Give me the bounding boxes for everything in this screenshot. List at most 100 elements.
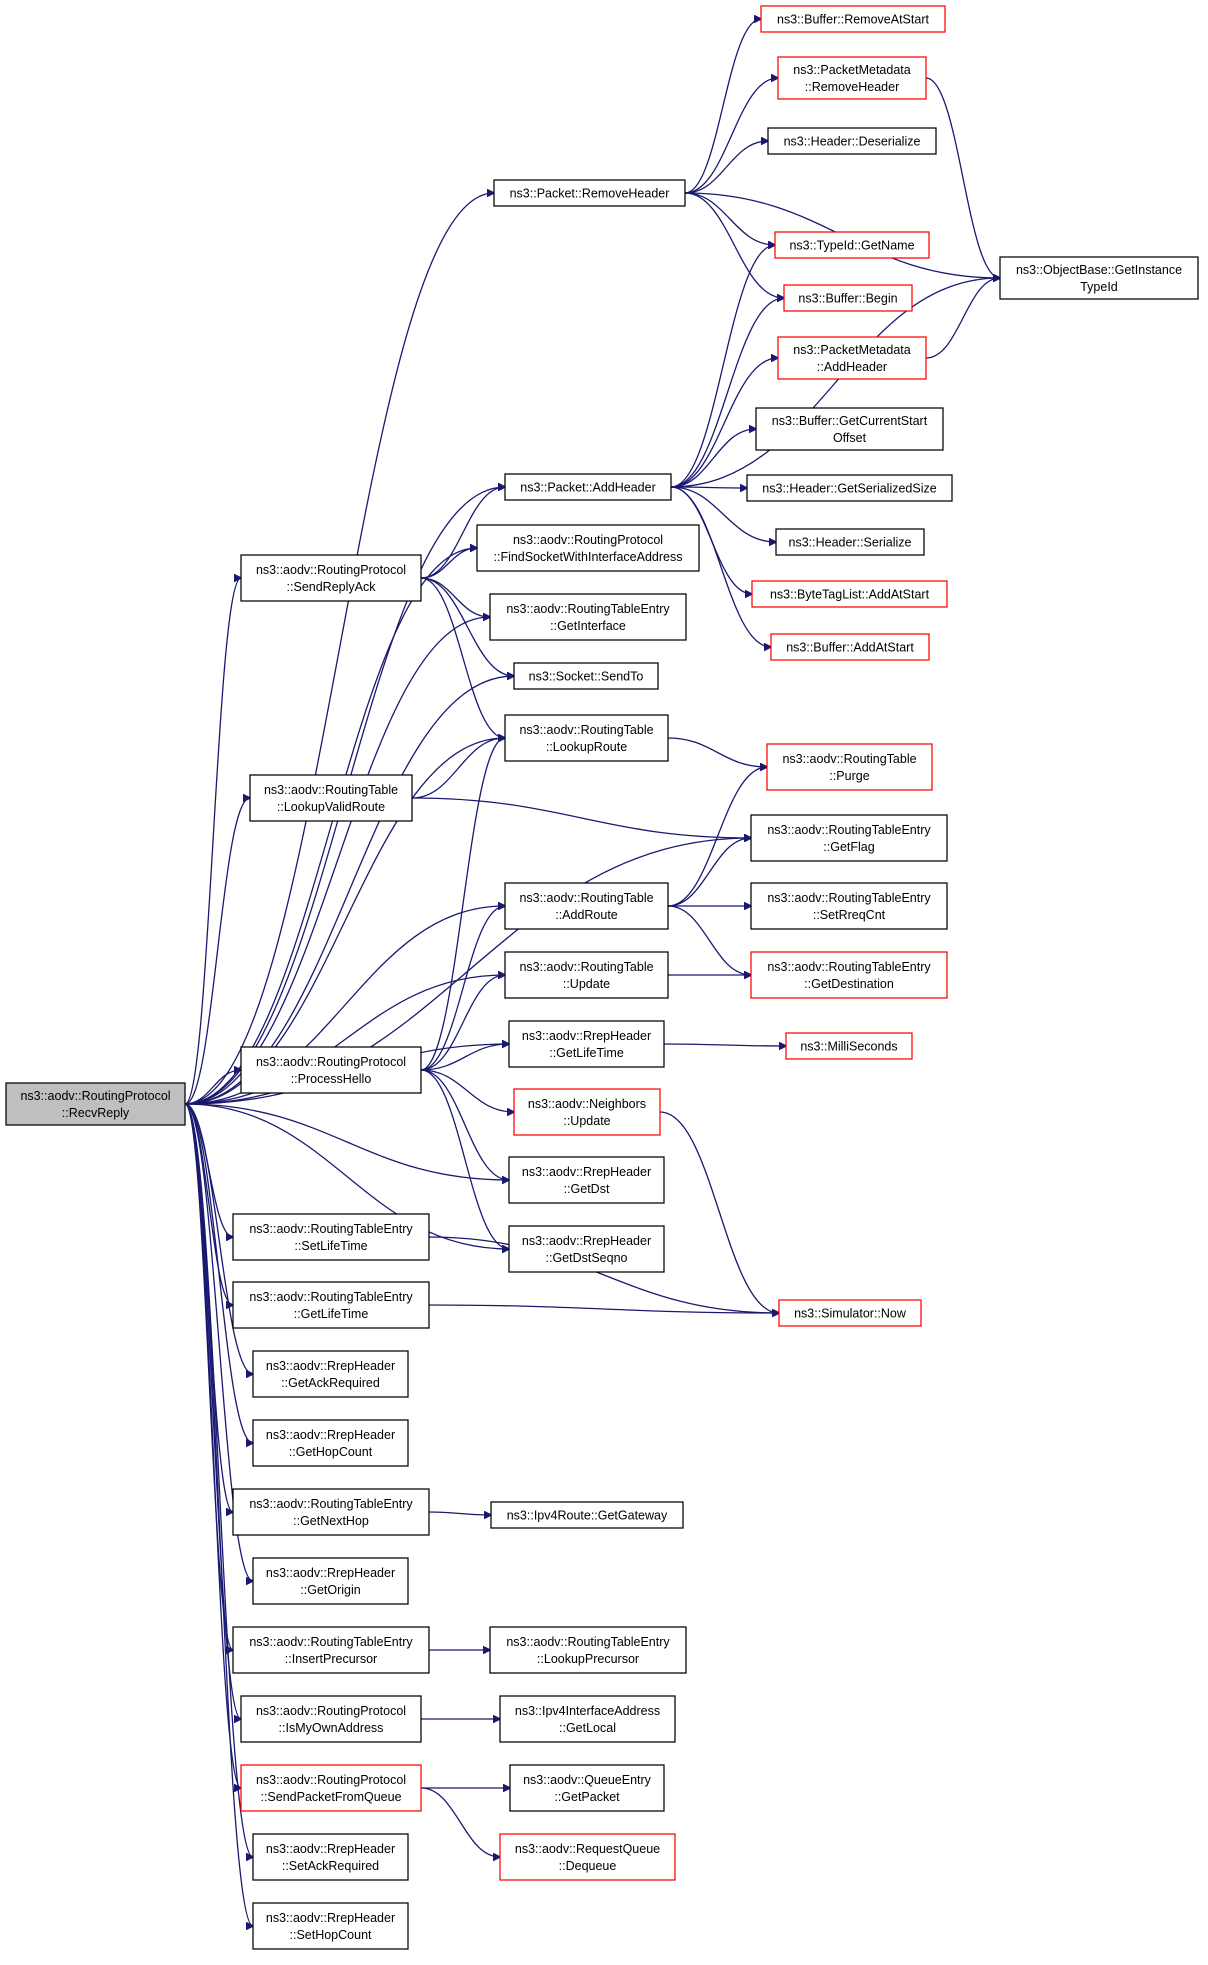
node-rrep-get-hop-count[interactable]: ns3::aodv::RrepHeader::GetHopCount xyxy=(252,1419,409,1467)
node-ipv4-route-get-gateway[interactable]: ns3::Ipv4Route::GetGateway xyxy=(490,1501,684,1529)
node-request-queue-dequeue[interactable]: ns3::aodv::RequestQueue::Dequeue xyxy=(499,1833,676,1881)
edge-path xyxy=(420,975,505,1071)
node-pm-remove-header[interactable]: ns3::PacketMetadata::RemoveHeader xyxy=(777,56,927,100)
node-box xyxy=(240,1046,422,1094)
node-label-line: ::GetDst xyxy=(564,1182,610,1196)
node-simulator-now[interactable]: ns3::Simulator::Now xyxy=(778,1299,922,1327)
node-neighbors-update[interactable]: ns3::aodv::Neighbors::Update xyxy=(513,1088,661,1136)
node-rte-get-interface[interactable]: ns3::aodv::RoutingTableEntry::GetInterfa… xyxy=(489,593,687,641)
node-box xyxy=(493,179,686,207)
node-rrep-get-life-time[interactable]: ns3::aodv::RrepHeader::GetLifeTime xyxy=(508,1020,665,1068)
edge-path xyxy=(184,1103,253,1443)
node-header-serialize[interactable]: ns3::Header::Serialize xyxy=(775,528,925,556)
edge-pm-remove-header-to-object-base-get-instance-type-id xyxy=(925,77,1000,278)
node-label-line: ::GetInterface xyxy=(550,619,626,633)
node-rrep-get-dst-seqno[interactable]: ns3::aodv::RrepHeader::GetDstSeqno xyxy=(508,1225,665,1273)
node-box xyxy=(750,814,948,862)
node-rrep-get-origin[interactable]: ns3::aodv::RrepHeader::GetOrigin xyxy=(252,1557,409,1605)
node-rt-add-route[interactable]: ns3::aodv::RoutingTable::AddRoute xyxy=(504,882,669,930)
node-find-socket[interactable]: ns3::aodv::RoutingProtocol::FindSocketWi… xyxy=(476,524,700,572)
edge-path xyxy=(925,77,1000,278)
node-label-line: ::SetRreqCnt xyxy=(813,908,886,922)
node-label-line: ns3::Socket::SendTo xyxy=(529,670,644,684)
node-remove-at-start[interactable]: ns3::Buffer::RemoveAtStart xyxy=(760,5,946,33)
edge-path xyxy=(684,192,784,298)
node-byte-tag-list-add-at-start[interactable]: ns3::ByteTagList::AddAtStart xyxy=(751,580,948,608)
edge-path xyxy=(420,906,505,1071)
node-label-line: ::GetNextHop xyxy=(293,1514,369,1528)
node-box xyxy=(240,554,422,602)
node-box xyxy=(746,474,953,502)
edge-root-to-packet-remove-header xyxy=(184,193,494,1105)
node-box xyxy=(774,231,930,259)
edge-path xyxy=(667,905,751,975)
node-label-line: ns3::PacketMetadata xyxy=(793,343,910,357)
edge-root-to-rrep-set-hop-count xyxy=(184,1103,253,1926)
node-rte-set-rreq-cnt[interactable]: ns3::aodv::RoutingTableEntry::SetRreqCnt xyxy=(750,882,948,930)
node-label-line: ns3::aodv::RoutingProtocol xyxy=(513,533,663,547)
node-buffer-begin[interactable]: ns3::Buffer::Begin xyxy=(783,284,913,312)
node-pm-add-header[interactable]: ns3::PacketMetadata::AddHeader xyxy=(777,336,927,380)
node-packet-remove-header[interactable]: ns3::Packet::RemoveHeader xyxy=(493,179,686,207)
node-rte-get-life-time[interactable]: ns3::aodv::RoutingTableEntry::GetLifeTim… xyxy=(232,1281,430,1329)
node-rte-lookup-precursor[interactable]: ns3::aodv::RoutingTableEntry::LookupPrec… xyxy=(489,1626,687,1674)
node-queue-entry-get-packet[interactable]: ns3::aodv::QueueEntry::GetPacket xyxy=(509,1764,665,1812)
edge-root-to-rte-get-life-time xyxy=(184,1103,233,1305)
edge-packet-remove-header-to-type-id-get-name xyxy=(684,192,775,245)
node-rt-update[interactable]: ns3::aodv::RoutingTable::Update xyxy=(504,951,669,999)
node-rrep-set-hop-count[interactable]: ns3::aodv::RrepHeader::SetHopCount xyxy=(252,1902,409,1950)
node-process-hello[interactable]: ns3::aodv::RoutingProtocol::ProcessHello xyxy=(240,1046,422,1094)
node-label-line: ns3::aodv::RoutingProtocol xyxy=(256,1055,406,1069)
node-header-get-serialized-size[interactable]: ns3::Header::GetSerializedSize xyxy=(746,474,953,502)
edge-path xyxy=(420,1069,509,1180)
node-ipv4-interface-address-get-local[interactable]: ns3::Ipv4InterfaceAddress::GetLocal xyxy=(499,1695,676,1743)
node-rrep-set-ack-required[interactable]: ns3::aodv::RrepHeader::SetAckRequired xyxy=(252,1833,409,1881)
node-type-id-get-name[interactable]: ns3::TypeId::GetName xyxy=(774,231,930,259)
node-rrep-get-dst[interactable]: ns3::aodv::RrepHeader::GetDst xyxy=(508,1156,665,1204)
node-box xyxy=(513,662,659,690)
edge-path xyxy=(670,278,1000,488)
node-rt-lookup-valid-route[interactable]: ns3::aodv::RoutingTable::LookupValidRout… xyxy=(249,774,413,822)
node-is-my-own-address[interactable]: ns3::aodv::RoutingProtocol::IsMyOwnAddre… xyxy=(240,1695,422,1743)
node-box xyxy=(499,1833,676,1881)
edge-rt-lookup-valid-route-to-rte-get-flag xyxy=(411,797,751,838)
node-send-reply-ack[interactable]: ns3::aodv::RoutingProtocol::SendReplyAck xyxy=(240,554,422,602)
node-packet-add-header[interactable]: ns3::Packet::AddHeader xyxy=(504,473,672,501)
edge-root-to-rrep-get-hop-count xyxy=(184,1103,253,1443)
node-label-line: ns3::Header::Deserialize xyxy=(784,135,921,149)
node-label-line: ::Update xyxy=(563,977,610,991)
edge-path xyxy=(184,906,505,1105)
node-label-line: ns3::ByteTagList::AddAtStart xyxy=(770,588,930,602)
node-rte-insert-precursor[interactable]: ns3::aodv::RoutingTableEntry::InsertPrec… xyxy=(232,1626,430,1674)
node-box xyxy=(232,1213,430,1261)
node-label-line: ns3::Buffer::Begin xyxy=(798,292,897,306)
node-milli-seconds[interactable]: ns3::MilliSeconds xyxy=(785,1032,913,1060)
edge-send-reply-ack-to-find-socket xyxy=(420,548,477,579)
edge-path xyxy=(184,1103,253,1374)
node-box xyxy=(999,256,1199,300)
node-box xyxy=(508,1020,665,1068)
node-header-deserialize[interactable]: ns3::Header::Deserialize xyxy=(767,127,937,155)
node-rte-get-next-hop[interactable]: ns3::aodv::RoutingTableEntry::GetNextHop xyxy=(232,1488,430,1536)
node-layer: ns3::aodv::RoutingProtocol::RecvReplyns3… xyxy=(5,5,1199,1950)
node-rte-get-destination[interactable]: ns3::aodv::RoutingTableEntry::GetDestina… xyxy=(750,951,948,999)
edge-path xyxy=(667,767,767,907)
node-buffer-add-at-start[interactable]: ns3::Buffer::AddAtStart xyxy=(770,633,930,661)
edge-rte-set-life-time-to-simulator-now xyxy=(428,1236,779,1313)
node-send-packet-from-queue[interactable]: ns3::aodv::RoutingProtocol::SendPacketFr… xyxy=(240,1764,422,1812)
node-rrep-get-ack-required[interactable]: ns3::aodv::RrepHeader::GetAckRequired xyxy=(252,1350,409,1398)
node-rt-lookup-route[interactable]: ns3::aodv::RoutingTable::LookupRoute xyxy=(504,714,669,762)
node-rte-set-life-time[interactable]: ns3::aodv::RoutingTableEntry::SetLifeTim… xyxy=(232,1213,430,1261)
node-label-line: Offset xyxy=(833,431,867,445)
edge-root-to-send-reply-ack xyxy=(184,578,241,1105)
node-label-line: ns3::aodv::RrepHeader xyxy=(522,1234,651,1248)
node-socket-send-to[interactable]: ns3::Socket::SendTo xyxy=(513,662,659,690)
node-label-line: ns3::aodv::RoutingTable xyxy=(264,783,398,797)
node-rt-purge[interactable]: ns3::aodv::RoutingTable::Purge xyxy=(766,743,933,791)
edge-path xyxy=(667,838,751,907)
edge-packet-add-header-to-object-base-get-instance-type-id xyxy=(670,278,1000,488)
node-rte-get-flag[interactable]: ns3::aodv::RoutingTableEntry::GetFlag xyxy=(750,814,948,862)
node-box xyxy=(232,1626,430,1674)
